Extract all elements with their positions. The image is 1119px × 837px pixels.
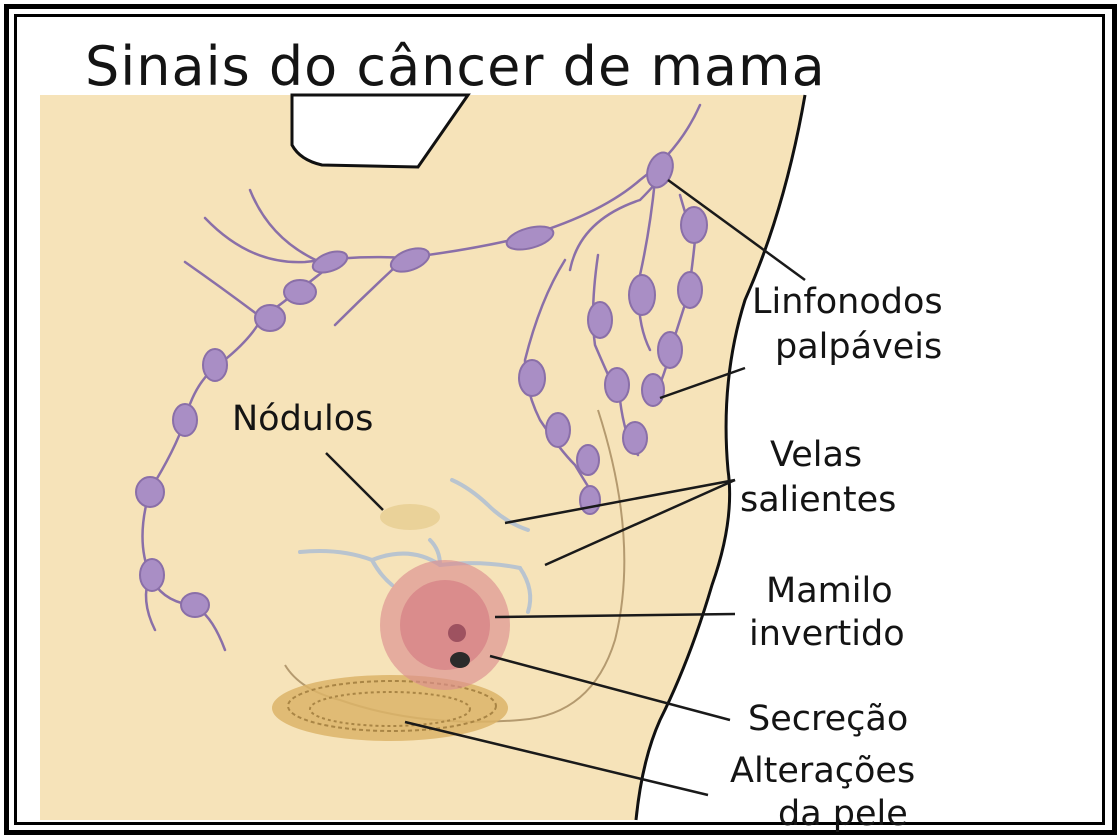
nodule-shape — [380, 504, 440, 530]
label-skin-line2: da pele — [778, 797, 908, 832]
inverted-nipple — [448, 624, 466, 642]
label-nipple-line1: Mamilo — [766, 574, 893, 609]
label-nipple-line2: invertido — [749, 617, 905, 652]
label-nodules: Nódulos — [232, 402, 373, 437]
label-secretion: Secreção — [748, 702, 908, 737]
label-lymph-line2: palpáveis — [775, 330, 942, 365]
secretion-drop — [450, 652, 470, 668]
skin-change-patch — [272, 675, 508, 741]
label-skin-line1: Alterações — [730, 754, 915, 789]
areola — [380, 560, 510, 690]
page-title: Sinais do câncer de mama — [85, 40, 826, 94]
label-veins-line1: Velas — [770, 438, 862, 473]
label-veins-line2: salientes — [740, 483, 896, 518]
label-lymph-line1: Linfonodos — [752, 285, 943, 320]
